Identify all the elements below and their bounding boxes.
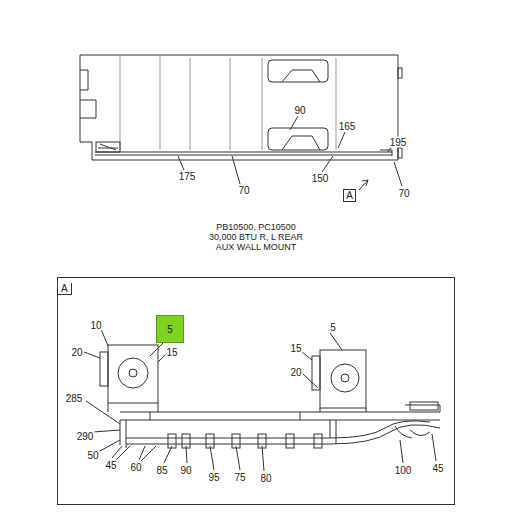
callout-number: 95 bbox=[207, 472, 220, 483]
callout-number: 100 bbox=[394, 465, 413, 476]
tube-clamp bbox=[232, 434, 240, 448]
highlight-box: 5 bbox=[156, 315, 184, 343]
view-callout-box: A bbox=[343, 189, 356, 202]
callout-number: 90 bbox=[293, 105, 306, 116]
callout-number: 20 bbox=[289, 367, 302, 378]
callout-number: 175 bbox=[178, 171, 197, 182]
callout-number: 70 bbox=[397, 188, 410, 199]
callout-number: 195 bbox=[389, 137, 408, 148]
tube-clamp bbox=[182, 434, 190, 448]
node-label: A bbox=[58, 283, 72, 295]
callout-number: 20 bbox=[70, 347, 83, 358]
detail-panel: A5 bbox=[57, 277, 455, 505]
callout-number: 85 bbox=[155, 465, 168, 476]
callout-number: 45 bbox=[104, 460, 117, 471]
callout-number: 290 bbox=[76, 431, 95, 442]
callout-number: 285 bbox=[65, 393, 84, 404]
tube-clamp bbox=[314, 434, 322, 448]
callout-number: 90 bbox=[179, 465, 192, 476]
node-label: A bbox=[346, 190, 353, 201]
callout-number: 75 bbox=[233, 472, 246, 483]
callout-number: 150 bbox=[311, 173, 330, 184]
callout-number: 15 bbox=[165, 347, 178, 358]
callout-number: 45 bbox=[431, 463, 444, 474]
tube-clamp bbox=[206, 434, 214, 448]
caption: PB10500, PC10500 30,000 BTU R, L REAR AU… bbox=[202, 222, 310, 252]
callout-number: 60 bbox=[129, 462, 142, 473]
tube-clamp bbox=[286, 434, 294, 448]
callout-number: 15 bbox=[289, 343, 302, 354]
node-label: 5 bbox=[167, 324, 173, 335]
callout-number: 80 bbox=[259, 473, 272, 484]
callout-number: 10 bbox=[89, 320, 102, 331]
callout-number: 70 bbox=[237, 185, 250, 196]
callout-number: 165 bbox=[338, 121, 357, 132]
tube-clamp bbox=[168, 434, 176, 448]
tube-clamp bbox=[258, 434, 266, 448]
callout-number: 50 bbox=[86, 450, 99, 461]
callout-number: 5 bbox=[329, 322, 337, 333]
